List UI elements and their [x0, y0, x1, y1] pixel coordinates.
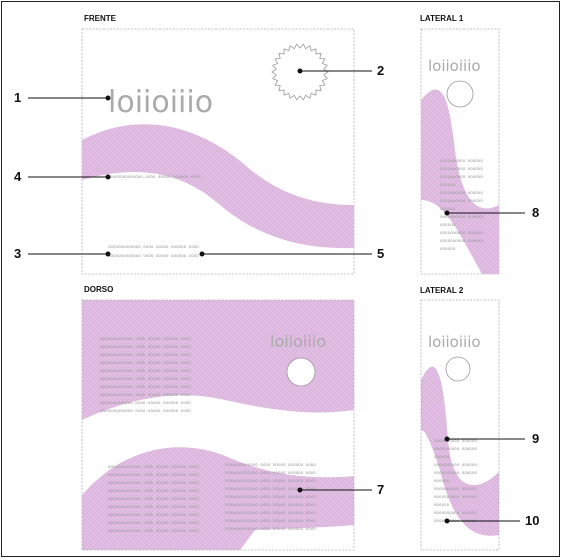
text-block-dorso-right: ooooooooooooo oooo ooooo oooooo oooo ooo… — [225, 462, 316, 531]
svg-text:oooooo: oooooo — [434, 454, 450, 459]
svg-text:ooooooooooooo oooo ooooo ooooo: ooooooooooooo oooo ooooo oooooo oooo — [100, 400, 191, 405]
text-frente-band: ooooooooooooo oooo ooooo oooooo oooo — [110, 174, 201, 179]
callout-8: 9 — [444, 431, 539, 446]
text-block-lateral-1: oooooooooo oooooo oooooooooo oooooo oooo… — [440, 158, 483, 251]
svg-text:ooooooooooooo oooo ooooo ooooo: ooooooooooooo oooo ooooo oooooo oooo — [225, 470, 316, 475]
text-frente-bottom-2: ooooooooooooo oooo ooooo oooooo oooo — [108, 253, 199, 258]
svg-text:ooooooooooooo oooo ooooo ooooo: ooooooooooooo oooo ooooo oooooo oooo — [225, 526, 316, 531]
svg-text:oooooooooo oooooo: oooooooooo oooooo — [440, 158, 483, 163]
brand-text-lateral-2: loiioiiio — [428, 333, 481, 351]
panel-dorso — [81, 299, 355, 551]
svg-text:ooooooooooooo oooo ooooo ooooo: ooooooooooooo oooo ooooo oooooo oooo — [100, 336, 191, 341]
svg-text:ooooooooooooo oooo ooooo ooooo: ooooooooooooo oooo ooooo oooooo oooo — [100, 384, 191, 389]
svg-text:oooooooooo oooooo: oooooooooo oooooo — [434, 486, 477, 491]
svg-text:oooooo: oooooo — [434, 502, 450, 507]
svg-text:ooooooooooooo oooo ooooo ooooo: ooooooooooooo oooo ooooo oooooo oooo — [100, 344, 191, 349]
callout-5: 5 — [199, 246, 384, 261]
panel-label-frente: FRENTE — [84, 14, 117, 23]
svg-text:ooooooooooooo oooo ooooo ooooo: ooooooooooooo oooo ooooo oooooo oooo — [108, 480, 199, 485]
brand-text-lateral-1: loiioiiio — [428, 57, 481, 75]
svg-text:2: 2 — [377, 63, 384, 78]
svg-text:9: 9 — [532, 431, 539, 446]
brand-text-frente: loiioiiio — [108, 85, 213, 120]
brand-text-dorso: loiioiiio — [270, 332, 326, 351]
svg-text:oooooo: oooooo — [434, 478, 450, 483]
svg-text:oooooooooo oooooo: oooooooooo oooooo — [440, 190, 483, 195]
text-frente-bottom-1: ooooooooooooo oooo ooooo oooooo oooo — [108, 244, 199, 249]
svg-text:ooooooooooooo oooo ooooo ooooo: ooooooooooooo oooo ooooo oooooo oooo — [225, 486, 316, 491]
svg-text:ooooooooooooo oooo ooooo ooooo: ooooooooooooo oooo ooooo oooooo oooo — [108, 512, 199, 517]
svg-text:3: 3 — [14, 246, 21, 261]
svg-text:oooooooooo oooooo: oooooooooo oooooo — [440, 174, 483, 179]
svg-text:7: 7 — [377, 482, 384, 497]
text-block-dorso-top: ooooooooooooo oooo ooooo oooooo oooo ooo… — [100, 336, 191, 413]
svg-text:ooooooooooooo oooo ooooo ooooo: ooooooooooooo oooo ooooo oooooo oooo — [100, 376, 191, 381]
callout-4: 4 — [14, 169, 111, 184]
svg-text:oooooooooo oooooo: oooooooooo oooooo — [434, 470, 477, 475]
svg-text:ooooooooooooo oooo ooooo ooooo: ooooooooooooo oooo ooooo oooooo oooo — [225, 462, 316, 467]
panel-label-lateral-1: LATERAL 1 — [420, 14, 464, 23]
svg-text:1: 1 — [14, 90, 21, 105]
svg-text:oooooooooo oooooo: oooooooooo oooooo — [434, 438, 477, 443]
callout-2: 2 — [297, 63, 384, 78]
svg-text:ooooooooooooo oooo ooooo ooooo: ooooooooooooo oooo ooooo oooooo oooo — [100, 368, 191, 373]
wave-lateral-1 — [421, 89, 499, 274]
svg-text:8: 8 — [532, 205, 539, 220]
callout-7: 7 — [297, 482, 384, 497]
wave-dorso-bottom — [82, 447, 354, 550]
svg-text:oooooooooo oooooo: oooooooooo oooooo — [440, 214, 483, 219]
wave-frente — [82, 124, 354, 249]
svg-text:ooooooooooooo oooo ooooo ooooo: ooooooooooooo oooo ooooo oooooo oooo — [100, 360, 191, 365]
callout-9: 8 — [444, 205, 539, 220]
svg-text:ooooooooooooo oooo ooooo ooooo: ooooooooooooo oooo ooooo oooooo oooo — [100, 392, 191, 397]
callout-3: 3 — [14, 246, 111, 261]
svg-text:4: 4 — [14, 169, 22, 184]
svg-text:ooooooooooooo oooo ooooo ooooo: ooooooooooooo oooo ooooo oooooo oooo — [100, 408, 191, 413]
seal-lateral-2 — [445, 356, 471, 382]
text-block-dorso-left: ooooooooooooo oooo ooooo oooooo oooo ooo… — [108, 464, 199, 533]
svg-text:ooooooooooooo oooo ooooo ooooo: ooooooooooooo oooo ooooo oooooo oooo — [108, 520, 199, 525]
callout-10: 10 — [444, 513, 539, 528]
svg-text:oooooooooo oooooo: oooooooooo oooooo — [434, 494, 477, 499]
wave-lateral-2 — [421, 366, 499, 536]
svg-text:oooooooooo oooooo: oooooooooo oooooo — [440, 198, 483, 203]
svg-text:oooooo: oooooo — [440, 182, 456, 187]
svg-text:10: 10 — [525, 513, 539, 528]
seal-lateral-1 — [446, 80, 474, 108]
svg-text:ooooooooooooo oooo ooooo ooooo: ooooooooooooo oooo ooooo oooooo oooo — [108, 504, 199, 509]
svg-text:oooooooooo oooooo: oooooooooo oooooo — [440, 166, 483, 171]
svg-text:ooooooooooooo oooo ooooo ooooo: ooooooooooooo oooo ooooo oooooo oooo — [225, 494, 316, 499]
wave-dorso-top — [82, 300, 354, 420]
panel-label-dorso: DORSO — [84, 285, 113, 294]
callout-1: 1 — [14, 90, 111, 105]
svg-text:ooooooooooooo oooo ooooo ooooo: ooooooooooooo oooo ooooo oooooo oooo — [225, 502, 316, 507]
svg-text:ooooooooooooo oooo ooooo ooooo: ooooooooooooo oooo ooooo oooooo oooo — [225, 510, 316, 515]
svg-text:ooooooooooooo oooo ooooo ooooo: ooooooooooooo oooo ooooo oooooo oooo — [108, 472, 199, 477]
svg-text:oooooooooo oooooo: oooooooooo oooooo — [434, 462, 477, 467]
svg-text:ooooooooooooo oooo ooooo ooooo: ooooooooooooo oooo ooooo oooooo oooo — [108, 496, 199, 501]
svg-text:ooooooooooooo oooo ooooo ooooo: ooooooooooooo oooo ooooo oooooo oooo — [225, 518, 316, 523]
svg-text:oooooooooo oooooo: oooooooooo oooooo — [434, 446, 477, 451]
svg-text:oooooo: oooooo — [440, 246, 456, 251]
svg-text:oooooooooo oooooo: oooooooooo oooooo — [440, 230, 483, 235]
svg-text:ooooooooooooo oooo ooooo ooooo: ooooooooooooo oooo ooooo oooooo oooo — [108, 528, 199, 533]
svg-text:5: 5 — [377, 246, 384, 261]
svg-text:oooooo: oooooo — [440, 206, 456, 211]
svg-text:ooooooooooooo oooo ooooo ooooo: ooooooooooooo oooo ooooo oooooo oooo — [100, 352, 191, 357]
panel-label-lateral-2: LATERAL 2 — [420, 286, 464, 295]
svg-text:ooooooooooooo oooo ooooo ooooo: ooooooooooooo oooo ooooo oooooo oooo — [108, 464, 199, 469]
svg-text:oooooooooo oooooo: oooooooooo oooooo — [434, 510, 477, 515]
panel-lateral-2 — [420, 299, 500, 551]
svg-text:ooooooooooooo oooo ooooo ooooo: ooooooooooooo oooo ooooo oooooo oooo — [108, 488, 199, 493]
svg-text:ooooooooooooo oooo ooooo ooooo: ooooooooooooo oooo ooooo oooooo oooo — [225, 478, 316, 483]
svg-text:oooooo: oooooo — [440, 222, 456, 227]
svg-text:oooooooooo oooooo: oooooooooo oooooo — [440, 238, 483, 243]
seal-dorso — [286, 357, 316, 387]
